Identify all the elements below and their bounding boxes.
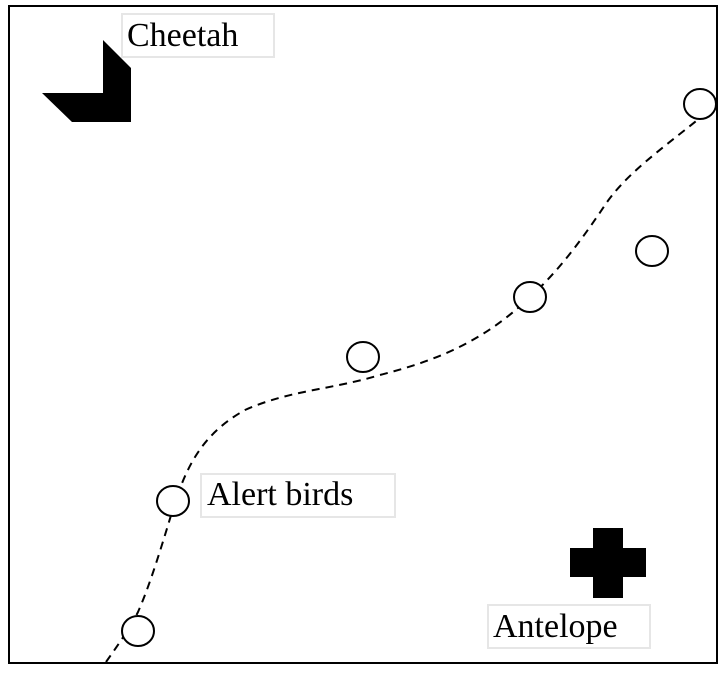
bird-circle-icon	[683, 88, 717, 120]
antelope-label: Antelope	[493, 608, 618, 645]
bird-circle-icon	[121, 615, 155, 647]
cheetah-label-box	[121, 13, 275, 58]
antelope-label-group: Antelope	[487, 604, 651, 649]
alert-birds-label-group: Alert birds	[200, 473, 396, 518]
bird-circle-icon	[156, 485, 190, 517]
alert-birds-label: Alert birds	[207, 476, 353, 513]
cheetah-label-group: Cheetah	[121, 13, 275, 58]
alert-birds-label-box	[200, 473, 396, 518]
antelope-label-box	[487, 604, 651, 649]
cheetah-chevron-icon	[42, 40, 131, 122]
cheetah-label: Cheetah	[127, 17, 238, 54]
bird-circle-icon	[513, 281, 547, 313]
cheetah-path-dashed	[105, 117, 701, 663]
antelope-cross-icon	[570, 528, 646, 598]
bird-circle-icon	[635, 235, 669, 267]
bird-circle-icon	[346, 341, 380, 373]
